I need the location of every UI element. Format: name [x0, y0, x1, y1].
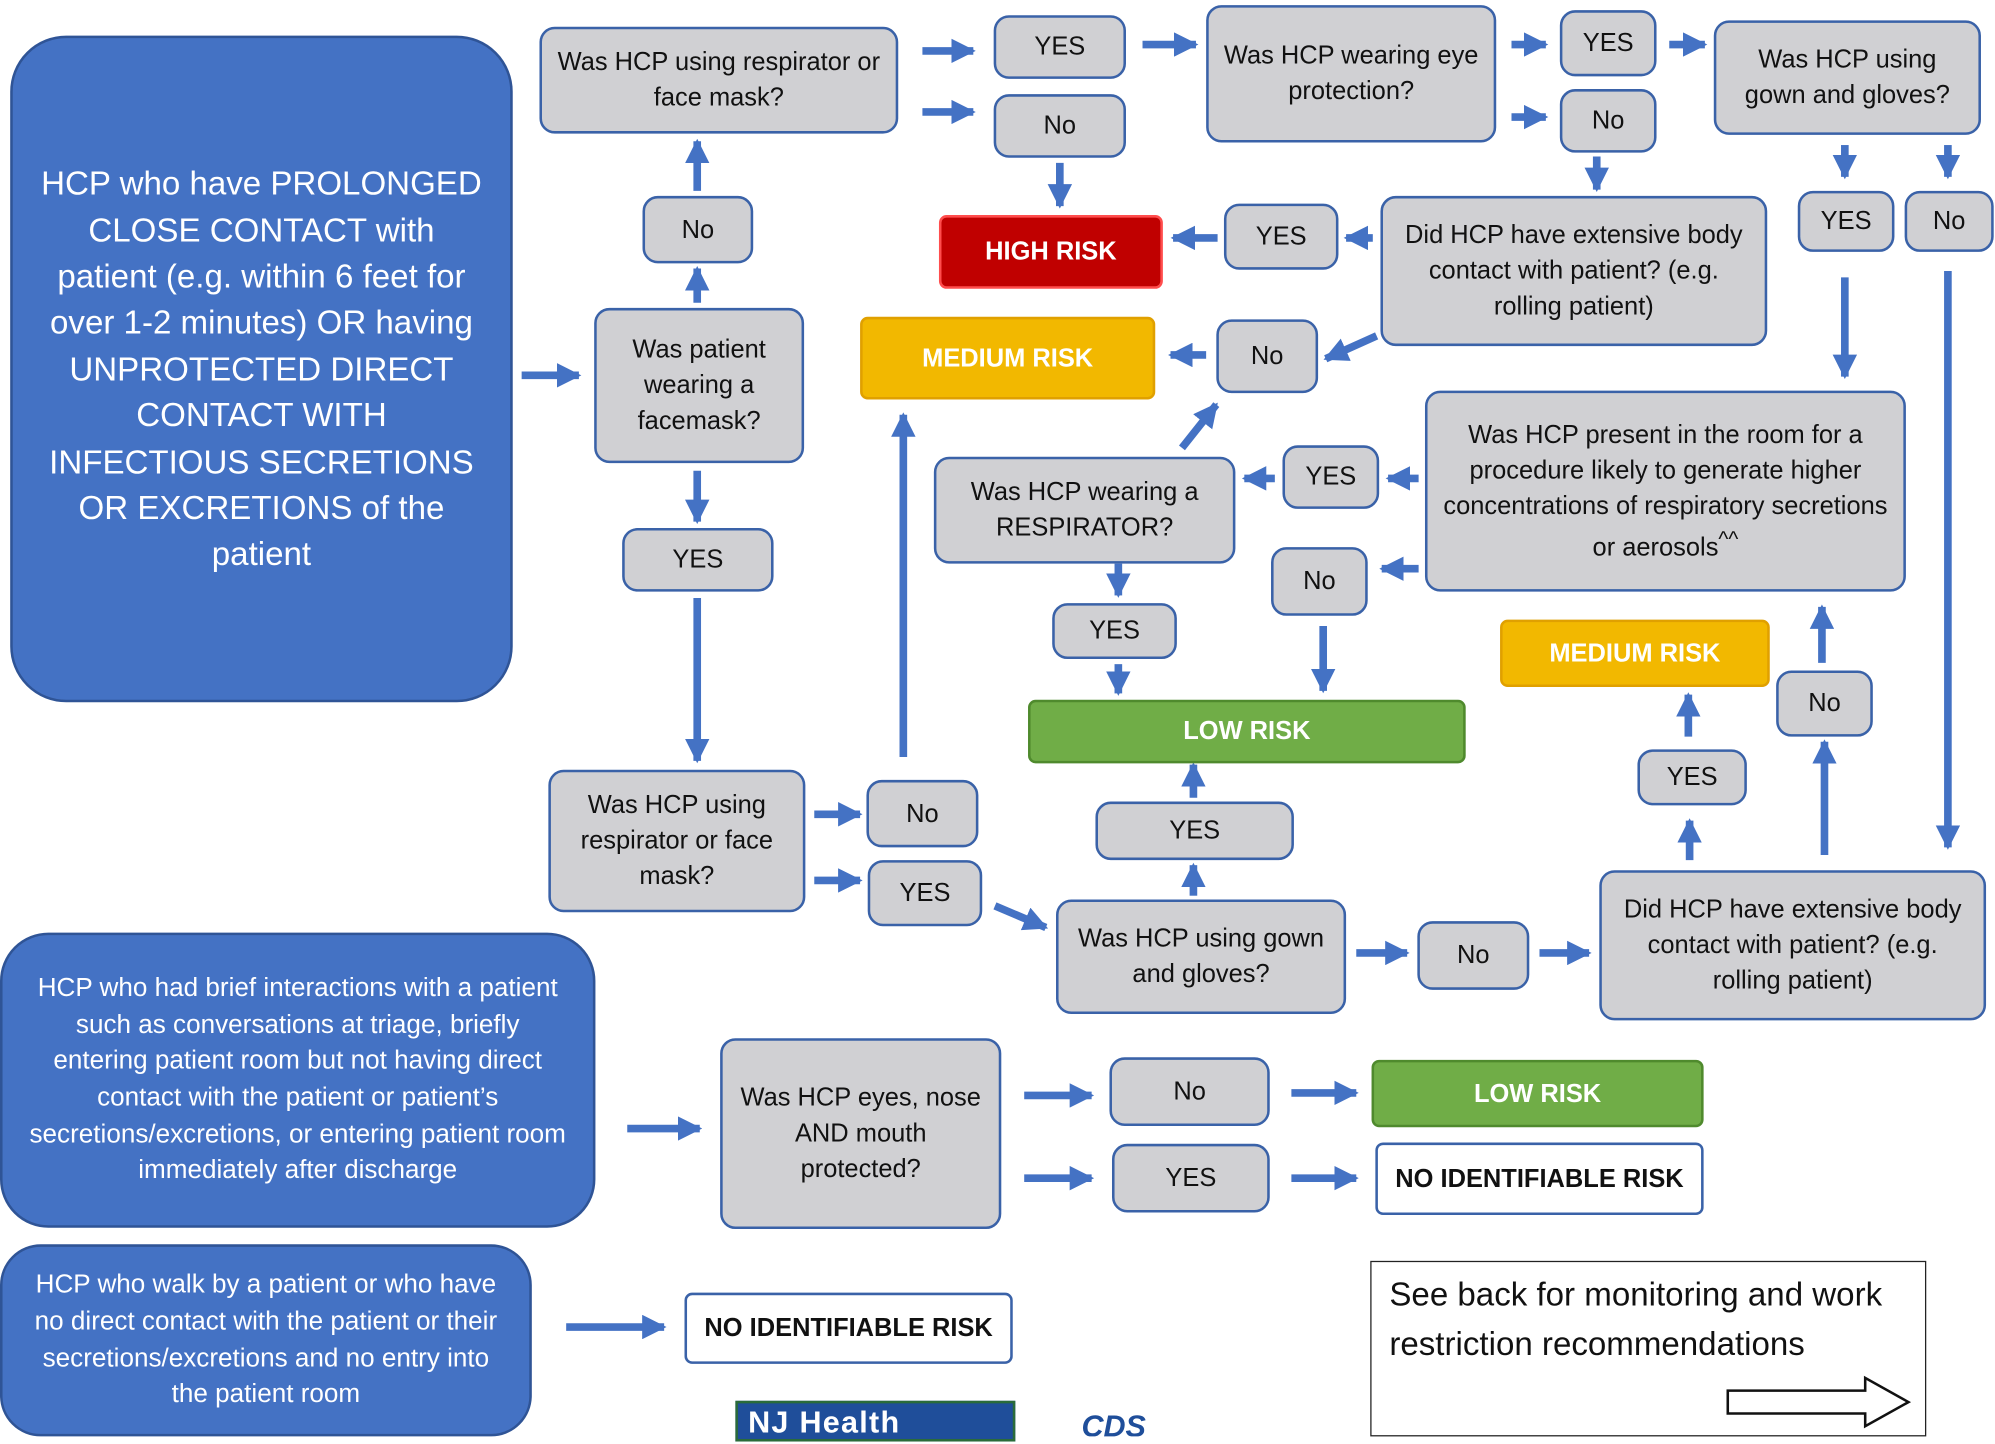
question-body-contact-top: Did HCP have extensive body contact with… [1380, 195, 1768, 347]
answer-yes-aerosol: YES [1282, 445, 1380, 509]
question-gown-gloves-top: Was HCP using gown and gloves? [1713, 20, 1981, 135]
right-arrow-outline-icon [1725, 1374, 1913, 1444]
question-eye-protection: Was HCP wearing eye protection? [1206, 5, 1497, 143]
answer-yes-eyes: YES [1111, 1143, 1270, 1213]
nj-health-logo: NJ Health [735, 1400, 1016, 1442]
outcome-medium-risk-top: MEDIUM RISK [860, 316, 1156, 400]
answer-yes-resp-bottom: YES [867, 860, 983, 927]
question-body-contact-bottom: Did HCP have extensive body contact with… [1599, 870, 1987, 1021]
answer-no-gown-bottom: No [1417, 921, 1530, 990]
answer-yes-gown-top: YES [1797, 190, 1895, 252]
entry-brief-interaction: HCP who had brief interactions with a pa… [0, 932, 596, 1228]
answer-yes-gown-bottom: YES [1095, 801, 1294, 861]
question-aerosol-procedure: Was HCP present in the room for a proced… [1424, 390, 1906, 592]
cdc-logo: CDS [1079, 1410, 1206, 1437]
question-eyes-nose-mouth: Was HCP eyes, nose AND mouth protected? [720, 1038, 1002, 1230]
aerosol-footnote-marker: ^^ [1718, 526, 1739, 551]
cdc-logo-text: CDS [1081, 1409, 1146, 1437]
monitoring-note: See back for monitoring and work restric… [1370, 1260, 1927, 1437]
answer-no-eye: No [1559, 89, 1657, 153]
answer-no-gown-top: No [1904, 190, 1994, 252]
question-resp-mask-top: Was HCP using respirator or face mask? [539, 26, 899, 134]
answer-yes-eye: YES [1559, 10, 1657, 77]
entry-prolonged-contact: HCP who have PROLONGED CLOSE CONTACT wit… [10, 35, 513, 703]
answer-no-resp-bottom: No [866, 779, 979, 848]
outcome-no-risk-walkby: NO IDENTIFIABLE RISK [684, 1292, 1013, 1364]
question-gown-gloves-bottom: Was HCP using gown and gloves? [1056, 899, 1347, 1015]
answer-yes-body-bottom: YES [1637, 749, 1747, 806]
outcome-low-risk-bottom: LOW RISK [1371, 1059, 1704, 1128]
answer-yes-respirator: YES [1052, 603, 1177, 660]
answer-no-resp-top: No [993, 94, 1126, 158]
outcome-high-risk: HIGH RISK [938, 215, 1163, 289]
answer-no-body-bottom: No [1776, 670, 1873, 737]
aerosol-question-text: Was HCP present in the room for a proced… [1443, 420, 1888, 562]
answer-no-aerosol: No [1271, 547, 1368, 616]
answer-yes-patient-mask: YES [622, 528, 774, 592]
entry-walk-by: HCP who walk by a patient or who have no… [0, 1244, 532, 1437]
question-resp-mask-bottom: Was HCP using respirator or face mask? [548, 769, 806, 913]
answer-no-eyes: No [1109, 1057, 1270, 1126]
answer-no-body-top: No [1216, 319, 1319, 394]
monitoring-note-text: See back for monitoring and work restric… [1389, 1274, 1883, 1363]
answer-yes-body-top: YES [1223, 203, 1339, 270]
outcome-no-risk-eyes: NO IDENTIFIABLE RISK [1375, 1142, 1704, 1216]
outcome-medium-risk-right: MEDIUM RISK [1500, 619, 1770, 688]
question-respirator: Was HCP wearing a RESPIRATOR? [933, 456, 1236, 564]
connector-arrow [1323, 332, 1379, 363]
answer-no-patient-mask: No [642, 195, 754, 264]
connector-arrow [993, 902, 1049, 932]
connector-arrow [1178, 402, 1220, 451]
answer-yes-resp-top: YES [993, 15, 1126, 79]
nj-health-logo-text: NJ Health [748, 1405, 901, 1441]
question-patient-facemask: Was patient wearing a facemask? [594, 307, 805, 464]
outcome-low-risk-top: LOW RISK [1028, 699, 1466, 764]
